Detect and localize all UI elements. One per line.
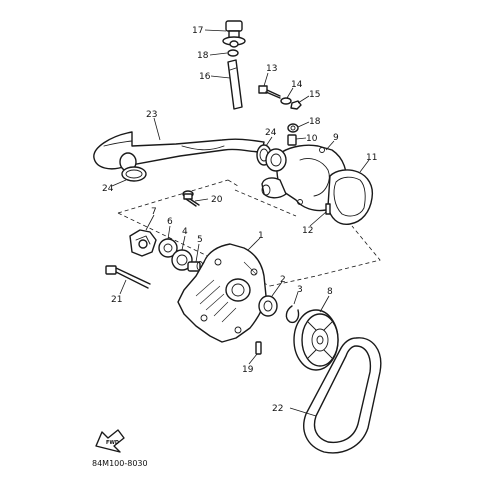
- forward-arrow-icon: [95, 429, 125, 453]
- callout-13: 13: [266, 64, 277, 74]
- part-24-hose-clamp-left: [111, 166, 147, 187]
- part-4-seal-ring: [171, 235, 193, 271]
- part-22-v-belt: [289, 337, 382, 454]
- part-14-washer: [280, 87, 294, 105]
- callout-9: 9: [333, 133, 339, 143]
- callout-8: 8: [327, 287, 333, 297]
- callout-2: 2: [280, 275, 286, 285]
- part-18-clamp-lower: [287, 121, 310, 133]
- part-1-pump-body: [177, 237, 267, 343]
- callout-10: 10: [306, 134, 318, 144]
- part-16-pipe: [210, 59, 243, 110]
- callout-21: 21: [111, 295, 122, 305]
- part-7-impeller: [129, 214, 157, 257]
- part-12-dowel-pin: [309, 203, 331, 227]
- callout-4: 4: [182, 227, 188, 237]
- part-10-fitting: [287, 134, 307, 146]
- part-18-clamp-upper: [209, 49, 239, 57]
- part-15-nut: [290, 95, 310, 110]
- callout-22: 22: [272, 404, 283, 414]
- part-6-seal: [158, 225, 178, 258]
- callout-11: 11: [366, 153, 377, 163]
- part-23-hose: [93, 117, 265, 172]
- part-code: 84M100-8030: [92, 459, 148, 468]
- forward-label: FWD: [106, 440, 119, 446]
- callout-3: 3: [297, 285, 303, 295]
- callout-24-right: 24: [265, 128, 277, 138]
- callout-17: 17: [192, 26, 203, 36]
- callout-16: 16: [199, 72, 211, 82]
- part-13-bolt: [258, 72, 281, 99]
- callout-1: 1: [258, 231, 264, 241]
- part-11-gasket: [327, 159, 374, 225]
- part-17-sender: [204, 20, 246, 48]
- callout-15: 15: [309, 90, 320, 100]
- part-21-long-bolt: [105, 265, 151, 295]
- callout-18-lower: 18: [309, 117, 321, 127]
- callout-24-left: 24: [102, 184, 114, 194]
- callout-6: 6: [167, 217, 173, 227]
- callout-14: 14: [291, 80, 303, 90]
- callout-19: 19: [242, 365, 254, 375]
- part-5-collar: [187, 243, 204, 272]
- part-2-bearing: [258, 281, 283, 317]
- callout-7: 7: [151, 207, 157, 217]
- callout-20: 20: [211, 195, 223, 205]
- callout-12: 12: [302, 226, 313, 236]
- part-20-bolt: [182, 190, 209, 207]
- callout-5: 5: [197, 235, 203, 245]
- part-8-pulley: [293, 295, 339, 371]
- callout-23: 23: [146, 110, 157, 120]
- part-19-pin: [248, 341, 262, 365]
- part-3-circlip: [285, 291, 300, 324]
- callout-18-upper: 18: [197, 51, 209, 61]
